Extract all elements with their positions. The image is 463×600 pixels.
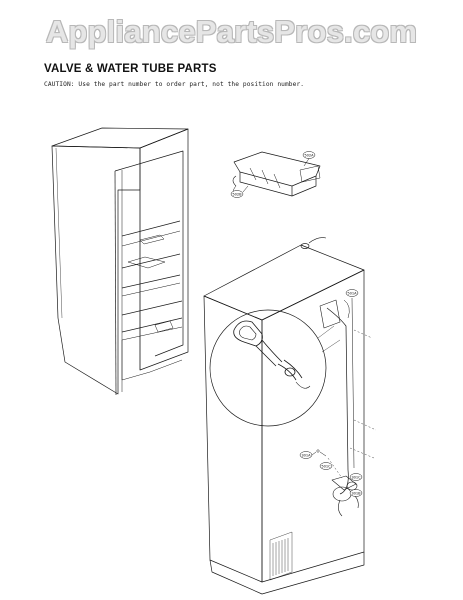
callout-301a: 301A: [299, 451, 317, 459]
callout-301b: 301B: [349, 489, 363, 497]
svg-text:501A: 501A: [347, 291, 357, 295]
fridge-cabinet-left: [51, 127, 189, 396]
page-title: VALVE & WATER TUBE PARTS: [44, 63, 217, 75]
ice-maker-assembly: [232, 151, 321, 197]
callout-502a: 502A: [302, 151, 316, 167]
caution-note: CAUTION: Use the part number to order pa…: [44, 81, 305, 88]
watermark-logo: AppliancePartsPros.com: [45, 14, 418, 49]
svg-text:502A: 502A: [304, 153, 314, 157]
svg-text:301B: 301B: [351, 491, 361, 495]
svg-text:301A: 301A: [301, 453, 311, 457]
svg-text:502B: 502B: [232, 192, 242, 196]
callout-502b: 502B: [230, 185, 249, 198]
callout-301c: 301C: [349, 473, 363, 481]
callout-501c: 501C: [319, 462, 333, 470]
fridge-rear-right: [203, 237, 377, 595]
svg-text:501C: 501C: [321, 464, 331, 468]
svg-text:301C: 301C: [351, 475, 361, 479]
callout-501a: 501A: [345, 289, 359, 297]
